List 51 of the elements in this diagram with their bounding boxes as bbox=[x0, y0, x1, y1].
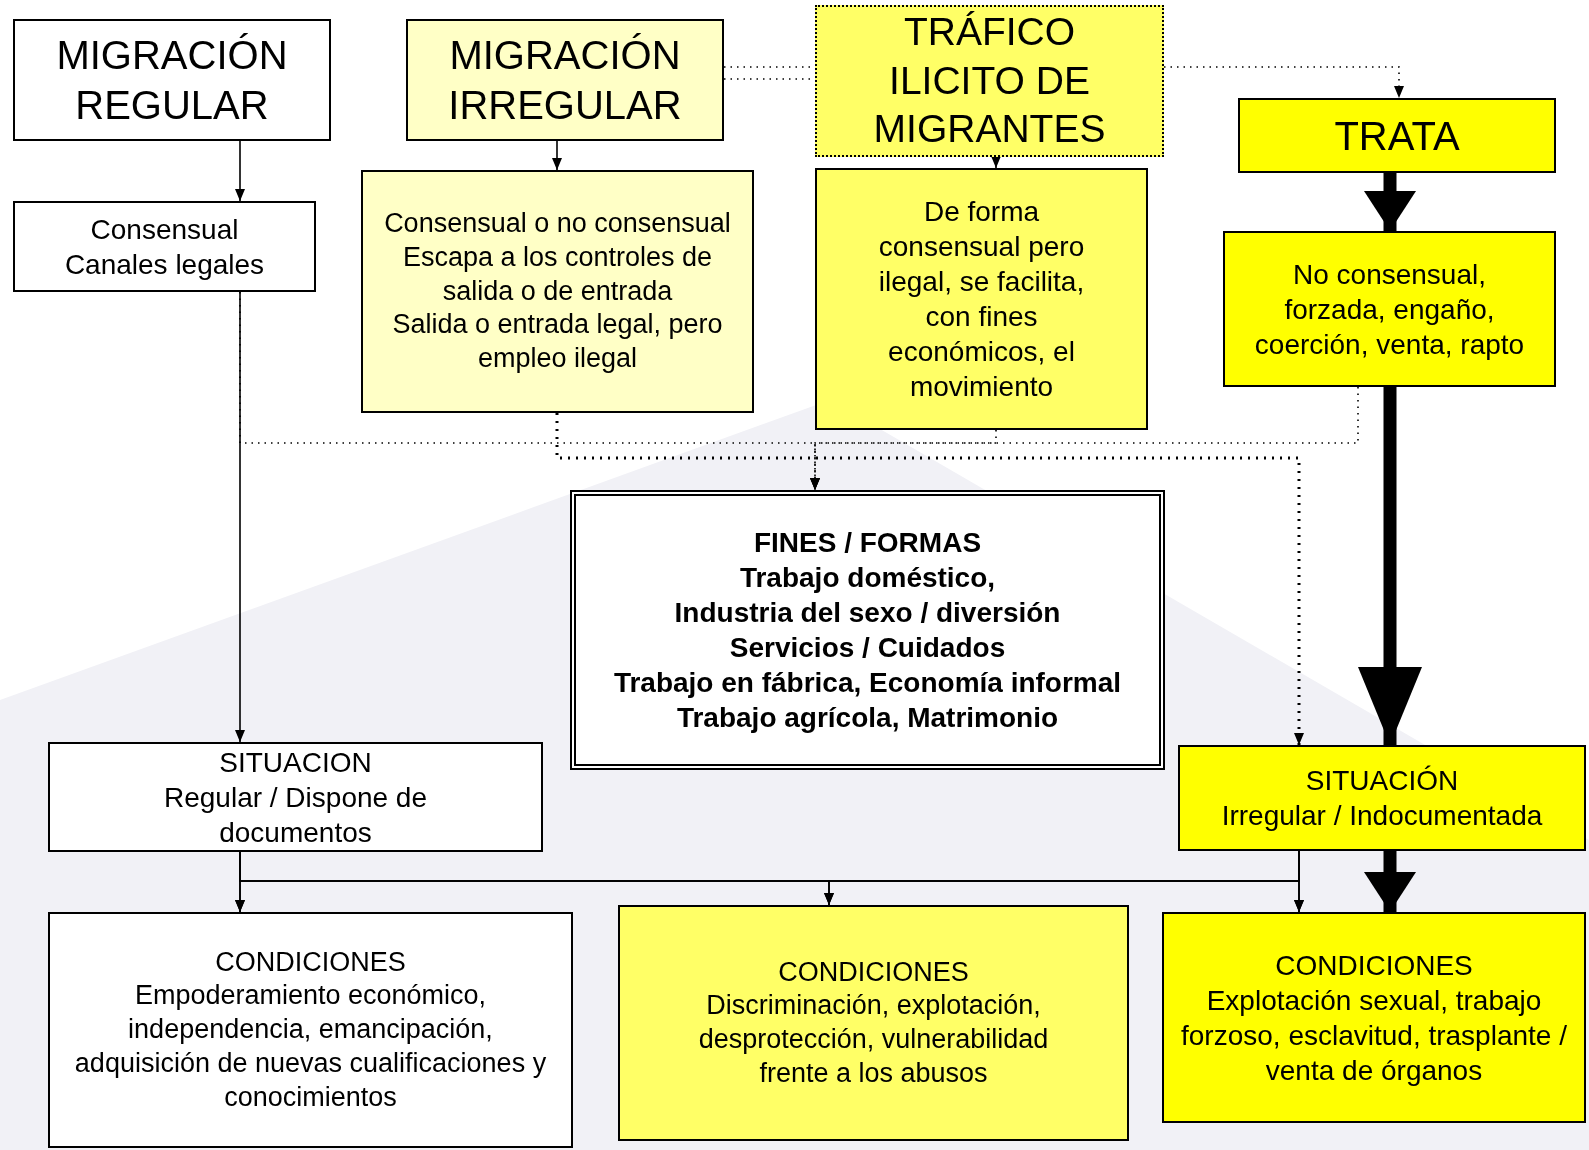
description-box bbox=[815, 168, 1148, 430]
body-text: No consensual, forzada, engaño, coerción, venta, rapto bbox=[1253, 257, 1526, 362]
heading-text: SITUACION bbox=[219, 745, 372, 780]
arrow bbox=[555, 413, 1304, 745]
arrow bbox=[235, 291, 245, 743]
category-box bbox=[1238, 98, 1556, 173]
title-text: TRÁFICO ILICITO DE MIGRANTES bbox=[872, 8, 1107, 153]
heading-text: CONDICIONES bbox=[778, 955, 969, 989]
thick-arrow bbox=[1358, 387, 1422, 745]
heading-text: SITUACIÓN bbox=[1305, 764, 1459, 798]
conditions-box bbox=[48, 912, 573, 1148]
body-text: Consensual o no consensual bbox=[384, 207, 731, 241]
arrow bbox=[552, 140, 562, 171]
description-box bbox=[13, 201, 316, 292]
arrow bbox=[1294, 850, 1304, 913]
heading-text: CONDICIONES bbox=[215, 945, 406, 979]
heading-text: FINES / FORMAS bbox=[753, 526, 982, 560]
list-item-text: Trabajo en fábrica, Economía informal bbox=[613, 666, 1122, 700]
category-box bbox=[13, 19, 331, 141]
list-item-text: Servicios / Cuidados bbox=[729, 631, 1006, 665]
body-text: Empoderamiento económico, independencia, emancipación, adquisición de nuevas cualificaciones y conocimientos bbox=[73, 979, 548, 1114]
description-box bbox=[361, 170, 754, 413]
category-box bbox=[815, 5, 1164, 157]
list-item-text: Trabajo agrícola, Matrimonio bbox=[676, 701, 1059, 735]
body-text: De forma consensual pero ilegal, se facilita, con fines económicos, el movimiento bbox=[877, 195, 1086, 404]
body-text: Regular / Dispone de documentos bbox=[162, 780, 428, 850]
body-text: Salida o entrada legal, pero empleo ilegal bbox=[391, 308, 724, 376]
conditions-box bbox=[1162, 912, 1586, 1123]
body-text: Escapa a los controles de salida o de entrada bbox=[401, 240, 714, 308]
arrow bbox=[235, 140, 245, 202]
list-item-text: Trabajo doméstico, bbox=[739, 561, 996, 595]
title-text: MIGRACIÓN REGULAR bbox=[55, 32, 289, 129]
list-item-text: Industria del sexo / diversión bbox=[674, 596, 1061, 630]
heading-text: CONDICIONES bbox=[1275, 948, 1473, 983]
thick-arrow bbox=[1364, 173, 1416, 231]
title-text: TRATA bbox=[1334, 112, 1460, 160]
body-text: Canales legales bbox=[64, 247, 265, 282]
body-text: Consensual bbox=[90, 212, 239, 247]
body-text: Discriminación, explotación, desprotección, vulnerabilidad frente a los abusos bbox=[697, 989, 1050, 1090]
title-text: MIGRACIÓN IRREGULAR bbox=[448, 32, 682, 129]
arrow bbox=[991, 156, 1001, 169]
category-box bbox=[406, 19, 724, 141]
body-text: Irregular / Indocumentada bbox=[1221, 799, 1543, 833]
situation-box bbox=[1178, 745, 1586, 851]
arrow bbox=[810, 386, 1359, 491]
situation-box bbox=[48, 742, 543, 852]
body-text: Explotación sexual, trabajo forzoso, esclavitud, trasplante / venta de órganos bbox=[1180, 983, 1568, 1088]
description-box bbox=[1223, 231, 1556, 387]
thick-arrow bbox=[1364, 851, 1416, 912]
purposes-box bbox=[570, 490, 1165, 770]
conditions-box bbox=[618, 905, 1129, 1141]
